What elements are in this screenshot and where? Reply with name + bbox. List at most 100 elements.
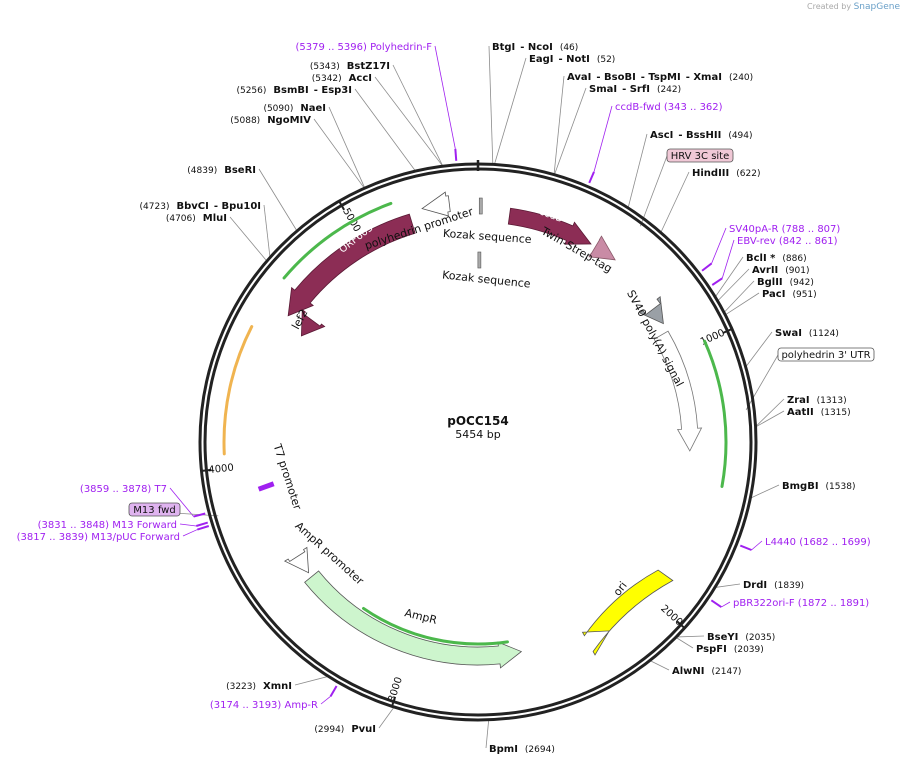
enzyme-label-bbvci: (4723)BbvCI- Bpu10I <box>140 201 261 212</box>
enzyme-label-bseri: (4839)BseRI <box>187 165 256 176</box>
enzyme-name: SwaI <box>775 328 802 339</box>
enzyme-name: - Esp3I <box>314 85 352 96</box>
polyhedrin-promoter-arrow <box>421 191 451 217</box>
enzyme-position: (2994) <box>314 725 344 735</box>
label-t7: T7 promoter <box>270 441 304 511</box>
sv40-polyA-arrow <box>653 330 703 452</box>
primer-leader-4 <box>751 540 763 551</box>
enzyme-label-aatii: AatII(1315) <box>787 407 851 418</box>
primer-label-0: (5379 .. 5396) Polyhedrin-F <box>295 42 432 53</box>
enzyme-name: BseYI <box>707 632 738 643</box>
enzyme-label-pvui: (2994) PvuI <box>314 724 376 735</box>
enzyme-name: ZraI <box>787 395 810 406</box>
enzyme-leader-btgi <box>488 45 494 164</box>
primer-leader-5 <box>721 601 731 608</box>
enzyme-name: AccI <box>349 73 372 84</box>
enzyme-leader-eagi <box>494 57 527 164</box>
enzyme-label-swai: SwaI (1124) <box>775 328 839 339</box>
enzyme-name: PvuI <box>351 724 376 735</box>
ampr-arrow <box>304 570 523 669</box>
enzyme-name: DrdI <box>743 580 767 591</box>
lef2-arrow <box>300 308 326 337</box>
enzyme-name: SmaI <box>589 84 617 95</box>
feature-leader-0 <box>639 155 668 227</box>
primer-label-7: (3859 .. 3878) T7 <box>80 484 167 495</box>
enzyme-name: PspFI <box>696 644 727 655</box>
primer-label-8: (3831 .. 3848) M13 Forward <box>38 520 177 531</box>
enzyme-leader-naei <box>328 106 365 188</box>
enzyme-label-acci: (5342)AccI <box>312 73 372 84</box>
enzyme-label-avrii: AvrII(901) <box>752 265 809 276</box>
enzyme-position: (242) <box>657 85 681 95</box>
plasmid-name: pOCC154 <box>447 414 508 428</box>
enzyme-name: - TspMI <box>641 72 681 83</box>
label-sv40: SV40 poly(A) signal <box>624 288 686 389</box>
plasmid-length: 5454 bp <box>455 428 500 441</box>
enzyme-label-ngomiv: (5088)NgoMIV <box>230 115 311 126</box>
enzyme-leader-paci <box>725 292 760 315</box>
tick-3000 <box>390 696 397 708</box>
enzyme-label-zrai: ZraI (1313) <box>787 395 847 406</box>
enzyme-label-bcli: BclI *(886) <box>746 253 807 264</box>
primer-leader-0 <box>434 45 456 149</box>
backbone-inner-strand <box>203 167 753 717</box>
enzyme-leader-bbvci <box>263 204 271 257</box>
enzyme-name: BtgI <box>492 42 515 53</box>
enzyme-name: BglII <box>757 277 783 288</box>
enzyme-leader-drdi <box>716 583 741 588</box>
enzyme-label-bpmi: BpmI(2694) <box>489 744 555 755</box>
enzyme-leader-asci <box>627 133 648 208</box>
primer-mark-0 <box>454 148 458 161</box>
enzyme-name: BstZ17I <box>347 61 390 72</box>
enzyme-leader-zrai <box>756 398 785 427</box>
enzyme-leader-mlui <box>229 216 267 261</box>
enzyme-leader-lines <box>128 45 785 749</box>
enzyme-name: BbvCI <box>176 201 208 212</box>
enzyme-position: (2035) <box>745 633 775 643</box>
enzyme-label-xmni: (3223)XmnI <box>226 681 292 692</box>
enzyme-leader-bsmbi <box>354 88 416 171</box>
enzyme-name: BpmI <box>489 744 518 755</box>
feature-box-label-polyhedrin-3-utr: polyhedrin 3' UTR <box>781 350 870 361</box>
enzyme-position: (240) <box>729 73 753 83</box>
enzyme-position: (2147) <box>712 667 742 677</box>
tick-4000 <box>200 468 212 473</box>
primer-label-3: EBV-rev (842 .. 861) <box>737 236 838 247</box>
primer-label-4: L4440 (1682 .. 1699) <box>765 537 871 548</box>
enzyme-name: - SrfI <box>622 84 650 95</box>
enzyme-position: (942) <box>790 278 814 288</box>
primer-leader-8 <box>179 523 197 527</box>
enzyme-label-naei: (5090)NaeI <box>263 103 326 114</box>
primer-mark-9 <box>197 525 210 531</box>
feature-box-label-m13-fwd: M13 fwd <box>133 505 175 516</box>
enzyme-leader-bglii <box>724 280 755 313</box>
primer-mark-5 <box>710 599 722 608</box>
enzyme-label-asci: AscI- BssHII(494) <box>650 130 753 141</box>
primer-label-1: ccdB-fwd (343 .. 362) <box>615 102 723 113</box>
enzyme-position: (52) <box>597 55 615 65</box>
primer-leader-3 <box>721 239 735 279</box>
enzyme-leader-hindiii <box>660 171 690 232</box>
enzyme-position: (4839) <box>187 166 217 176</box>
enzyme-label-bseyi: BseYI (2035) <box>707 632 775 643</box>
primer-mark-2 <box>701 262 713 272</box>
enzyme-position: (1313) <box>817 396 847 406</box>
t7-mark <box>257 481 275 492</box>
enzyme-label-avai: AvaI- BsoBI- TspMI- XmaI(240) <box>567 72 753 83</box>
enzyme-position: (951) <box>792 290 816 300</box>
primer-leader-9 <box>182 529 198 537</box>
primer-mark-8 <box>195 521 209 527</box>
enzyme-name: EagI <box>529 54 553 65</box>
primer-mark-7 <box>193 512 206 518</box>
tick-label-1000: 1000 <box>699 328 727 348</box>
enzyme-position: (1839) <box>774 581 804 591</box>
enzyme-position: (901) <box>785 266 809 276</box>
enzyme-leader-bseyi <box>677 635 705 638</box>
label-ampr: AmpR <box>403 606 438 627</box>
enzyme-leader-acci <box>374 76 443 166</box>
enzyme-leader-avai <box>553 75 565 174</box>
kozak-mark-2 <box>477 251 482 269</box>
enzyme-leader-alwni <box>650 660 670 671</box>
enzyme-position: (1124) <box>809 329 839 339</box>
